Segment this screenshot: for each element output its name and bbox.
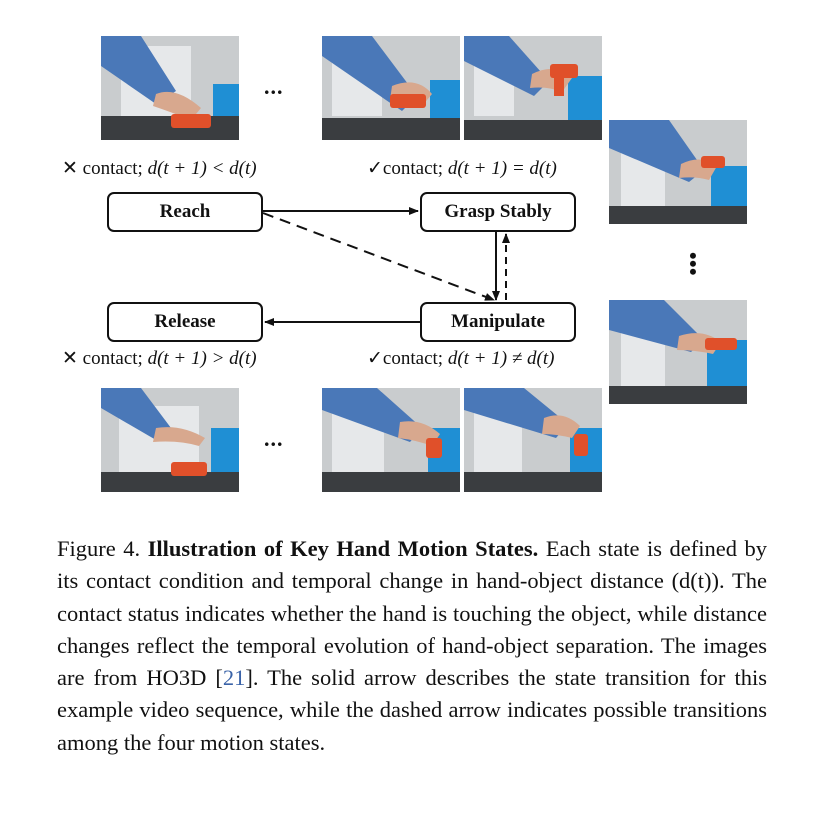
caption-label: Figure 4. (57, 536, 141, 561)
photo-manipulate-2 (322, 388, 460, 492)
condition-reach: ✕ contact; d(t + 1) < d(t) (62, 158, 257, 179)
state-reach: Reach (107, 192, 263, 232)
figure-caption: Figure 4. Illustration of Key Hand Motio… (57, 533, 767, 759)
caption-title: Illustration of Key Hand Motion States. (147, 536, 539, 561)
arrow-reach-to-manipulate (262, 212, 495, 301)
photo-release-1 (101, 388, 239, 492)
photo-grasp-1 (322, 36, 460, 140)
photo-manipulate-1 (609, 300, 747, 404)
citation-link[interactable]: 21 (222, 665, 246, 691)
photo-manipulate-3 (464, 388, 602, 492)
ellipsis-right: ••• (689, 243, 697, 284)
photo-grasp-2 (464, 36, 602, 140)
transition-arrows (262, 207, 510, 326)
ellipsis-top: ... (264, 74, 284, 99)
condition-manipulate: ✓contact; d(t + 1) ≠ d(t) (367, 348, 555, 369)
figure-diagram: ... (62, 36, 747, 492)
condition-grasp: ✓contact; d(t + 1) = d(t) (367, 158, 557, 179)
ellipsis-bottom: ... (264, 426, 284, 451)
condition-release: ✕ contact; d(t + 1) > d(t) (62, 348, 257, 369)
photo-grasp-3 (609, 120, 747, 224)
state-grasp-stably: Grasp Stably (420, 192, 576, 232)
state-release: Release (107, 302, 263, 342)
caption-body-2: ]. The solid arrow describes the state t… (57, 665, 767, 755)
photo-reach-1 (101, 36, 239, 140)
caption-body-1: Each state is defined by its contact con… (57, 536, 768, 691)
state-manipulate: Manipulate (420, 302, 576, 342)
